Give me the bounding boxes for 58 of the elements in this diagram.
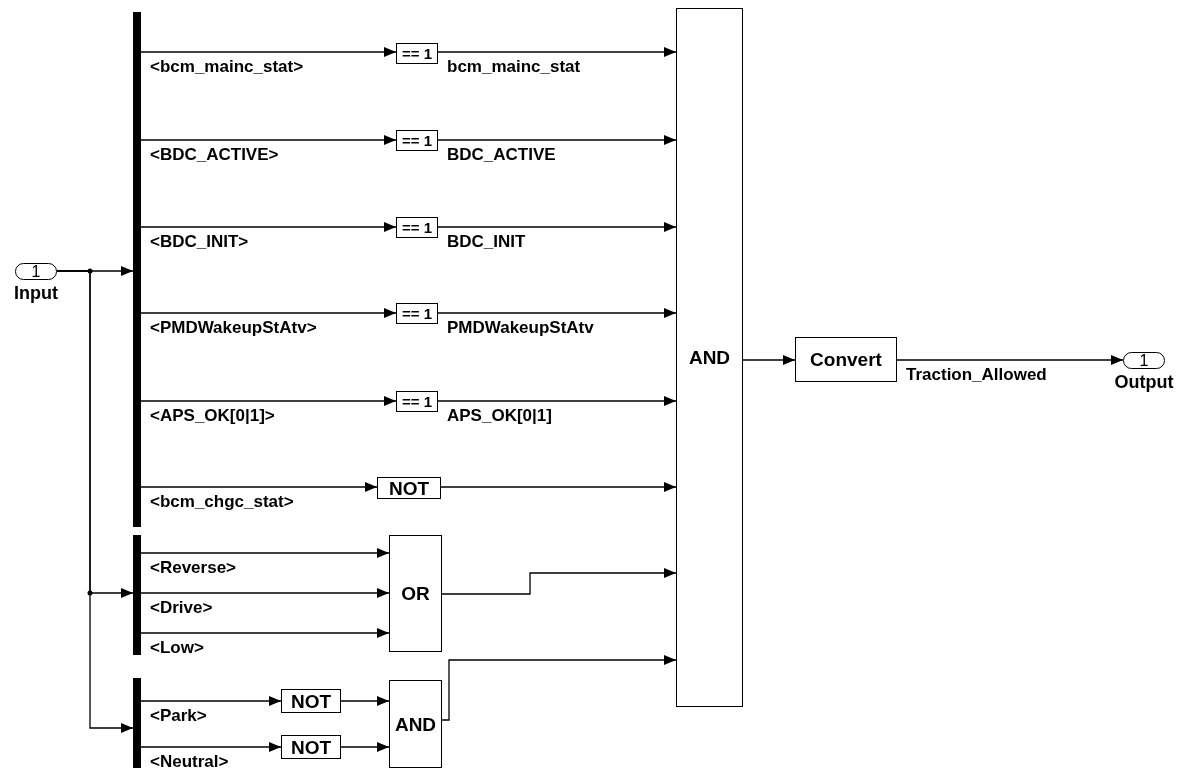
signal-arrow bbox=[140, 135, 397, 145]
logic-block: AND bbox=[389, 680, 442, 768]
bus-selector-bar bbox=[133, 535, 141, 655]
signal-label: <BDC_INIT> bbox=[150, 233, 249, 250]
bus-selector-bar bbox=[133, 678, 141, 768]
signal-label: <Neutral> bbox=[150, 753, 229, 770]
signal-label: <PMDWakeupStAtv> bbox=[150, 319, 317, 336]
signal-label: PMDWakeupStAtv bbox=[447, 319, 594, 336]
signal-arrow bbox=[140, 396, 397, 406]
signal-arrow bbox=[340, 742, 390, 752]
signal-arrow bbox=[140, 588, 390, 598]
signal-arrow bbox=[437, 396, 677, 406]
signal-label: <Low> bbox=[150, 639, 204, 656]
signal-arrow bbox=[140, 222, 397, 232]
compare-block: == 1 bbox=[396, 303, 438, 324]
logic-block: Convert bbox=[795, 337, 897, 382]
signal-arrow bbox=[437, 47, 677, 57]
signal-arrow bbox=[441, 655, 677, 721]
signal-label: Traction_Allowed bbox=[906, 366, 1047, 383]
port-label: Output bbox=[1114, 373, 1174, 391]
compare-block: == 1 bbox=[396, 130, 438, 151]
logic-block: NOT bbox=[281, 689, 341, 713]
signal-arrow bbox=[140, 696, 282, 706]
signal-label: BDC_INIT bbox=[447, 233, 526, 250]
signal-arrow bbox=[896, 355, 1124, 365]
bus-selector-bar bbox=[133, 12, 141, 527]
signal-arrow bbox=[56, 270, 134, 733]
signal-label: <bcm_chgc_stat> bbox=[150, 493, 294, 510]
port-label: Input bbox=[14, 284, 58, 302]
signal-label: APS_OK[0|1] bbox=[447, 407, 552, 424]
compare-block: == 1 bbox=[396, 43, 438, 64]
signal-label: <APS_OK[0|1]> bbox=[150, 407, 275, 424]
signal-label: <Park> bbox=[150, 707, 207, 724]
signal-arrow bbox=[440, 482, 677, 492]
signal-arrow bbox=[441, 568, 677, 595]
signal-arrow bbox=[140, 742, 282, 752]
signal-arrow bbox=[140, 47, 397, 57]
signal-arrow bbox=[140, 548, 390, 558]
logic-block: OR bbox=[389, 535, 442, 652]
signal-label: <Drive> bbox=[150, 599, 213, 616]
signal-arrow bbox=[437, 135, 677, 145]
logic-block: AND bbox=[676, 8, 743, 707]
signal-label: <bcm_mainc_stat> bbox=[150, 58, 304, 75]
signal-label: <Reverse> bbox=[150, 559, 237, 576]
signal-label: <BDC_ACTIVE> bbox=[150, 146, 279, 163]
signal-arrow bbox=[140, 308, 397, 318]
signal-arrow bbox=[140, 482, 378, 492]
compare-block: == 1 bbox=[396, 391, 438, 412]
signal-arrow bbox=[742, 355, 796, 365]
signal-arrow bbox=[140, 628, 390, 638]
signal-arrow bbox=[437, 222, 677, 232]
logic-block: NOT bbox=[377, 477, 441, 499]
signal-arrow bbox=[437, 308, 677, 318]
signal-label: bcm_mainc_stat bbox=[447, 58, 581, 75]
signal-arrow bbox=[340, 696, 390, 706]
logic-block: NOT bbox=[281, 735, 341, 759]
signal-label: BDC_ACTIVE bbox=[447, 146, 556, 163]
compare-block: == 1 bbox=[396, 217, 438, 238]
